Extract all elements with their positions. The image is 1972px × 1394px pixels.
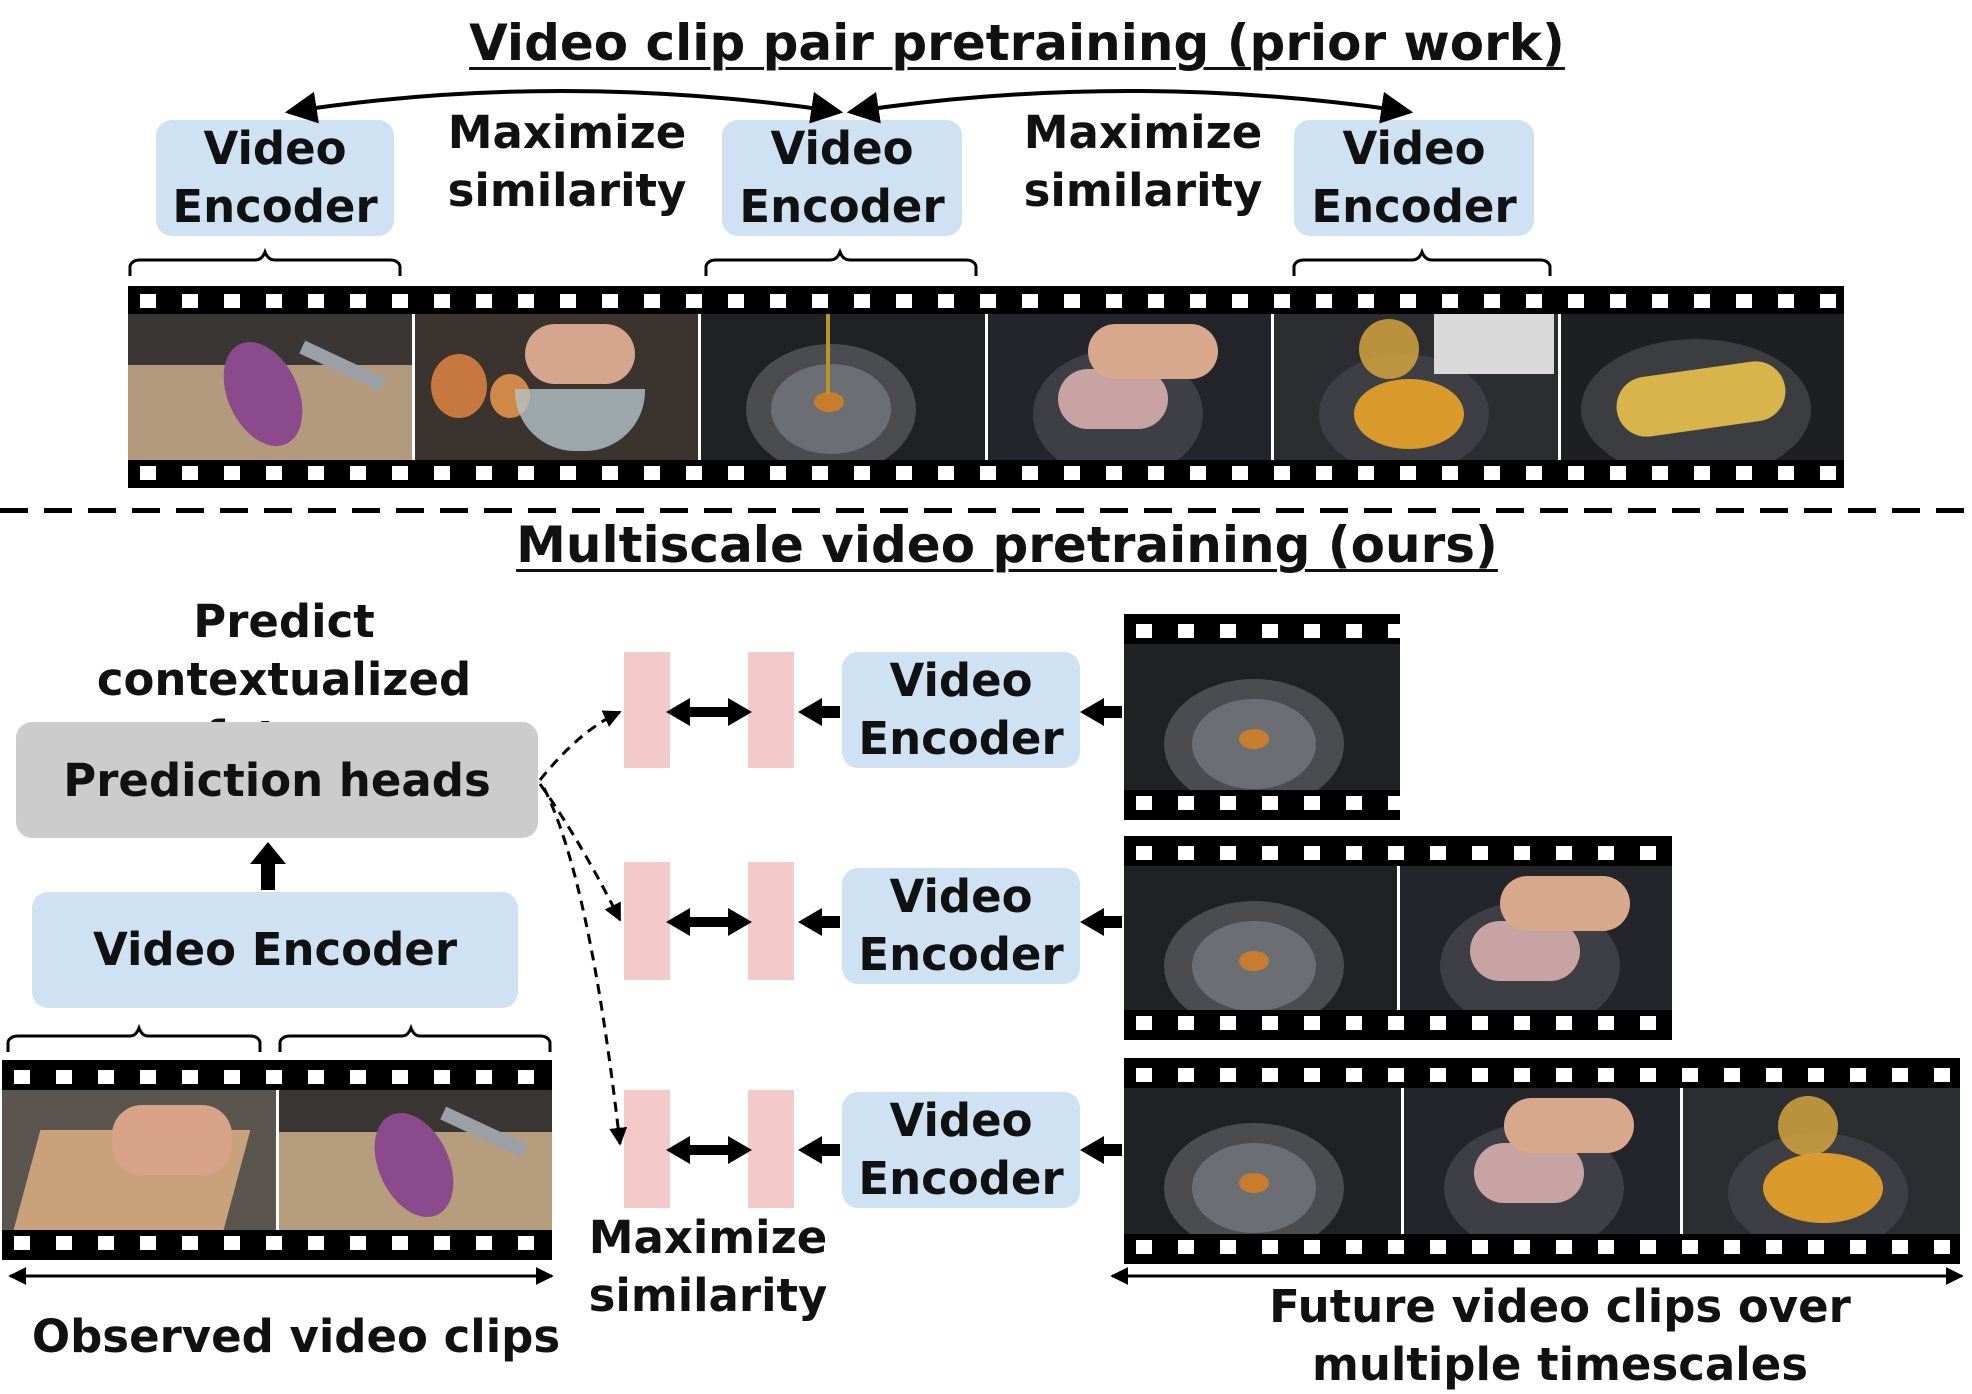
encoder-to-embedding-arrow-3: [798, 1136, 840, 1164]
future-film-strip-2: [1124, 836, 1672, 1040]
dashed-arrow-1: [538, 710, 622, 781]
future-row2-frame-1: [1124, 866, 1397, 1010]
double-arrow-3: [666, 1136, 752, 1164]
predicted-embedding-2: [624, 862, 670, 980]
future-clips-label: Future video clips over multiple timesca…: [1269, 1280, 1851, 1391]
future-encoder-3: Video Encoder: [842, 1092, 1080, 1208]
double-arrow-2: [666, 908, 752, 936]
future-row2-frame-2: [1399, 866, 1672, 1010]
top-frame-5: [1274, 314, 1558, 460]
top-title: Video clip pair pretraining (prior work): [469, 14, 1565, 72]
top-encoder-3: Video Encoder: [1294, 120, 1534, 236]
top-frame-1: [128, 314, 412, 460]
target-embedding-3: [748, 1090, 794, 1208]
predicted-embedding-1: [624, 652, 670, 768]
film-to-encoder-arrow-3: [1080, 1136, 1122, 1164]
future-encoder-2: Video Encoder: [842, 868, 1080, 984]
film-to-encoder-arrow-1: [1080, 698, 1122, 726]
observed-frame-1: [2, 1090, 276, 1230]
observed-video-encoder: Video Encoder: [32, 892, 518, 1008]
target-embedding-2: [748, 862, 794, 980]
dashed-arrow-2: [538, 783, 622, 922]
top-encoder-1: Video Encoder: [156, 120, 394, 236]
future-film-strip-1: [1124, 614, 1400, 820]
double-arrow-1: [666, 698, 752, 726]
top-brace-1: [128, 247, 402, 276]
observed-brace-2: [278, 1023, 552, 1052]
future-encoder-1: Video Encoder: [842, 652, 1080, 768]
bottom-similarity-label: Maximize similarity: [588, 1211, 828, 1322]
bottom-title: Multiscale video pretraining (ours): [516, 516, 1498, 574]
observed-frame-2: [278, 1090, 552, 1230]
dashed-arrow-3: [542, 787, 628, 1146]
top-similarity-arrow-1: [284, 89, 844, 124]
future-row3-frame-2: [1403, 1088, 1681, 1234]
observed-film-strip: [2, 1060, 552, 1260]
top-similarity-arrow-2: [846, 89, 1414, 124]
prediction-heads-box: Prediction heads: [16, 722, 538, 838]
future-row1-frame-1: [1124, 644, 1400, 790]
top-encoder-2: Video Encoder: [722, 120, 962, 236]
future-row3-frame-1: [1124, 1088, 1401, 1234]
top-brace-2: [704, 247, 978, 276]
future-film-strip-3: [1124, 1058, 1961, 1264]
encoder-to-embedding-arrow-1: [798, 698, 840, 726]
encoder-to-embedding-arrow-2: [798, 908, 840, 936]
top-brace-3: [1292, 247, 1552, 276]
future-row3-frame-3: [1683, 1088, 1961, 1234]
top-film-strip: [128, 286, 1844, 488]
target-embedding-1: [748, 652, 794, 768]
film-to-encoder-arrow-2: [1080, 908, 1122, 936]
top-frame-4: [987, 314, 1271, 460]
observed-clips-label: Observed video clips: [31, 1310, 561, 1363]
top-frame-6: [1560, 314, 1844, 460]
section-divider: [0, 508, 1972, 513]
top-frame-3: [701, 314, 985, 460]
predicted-embedding-3: [624, 1090, 670, 1208]
observed-brace-1: [6, 1023, 262, 1052]
top-frame-2: [414, 314, 698, 460]
